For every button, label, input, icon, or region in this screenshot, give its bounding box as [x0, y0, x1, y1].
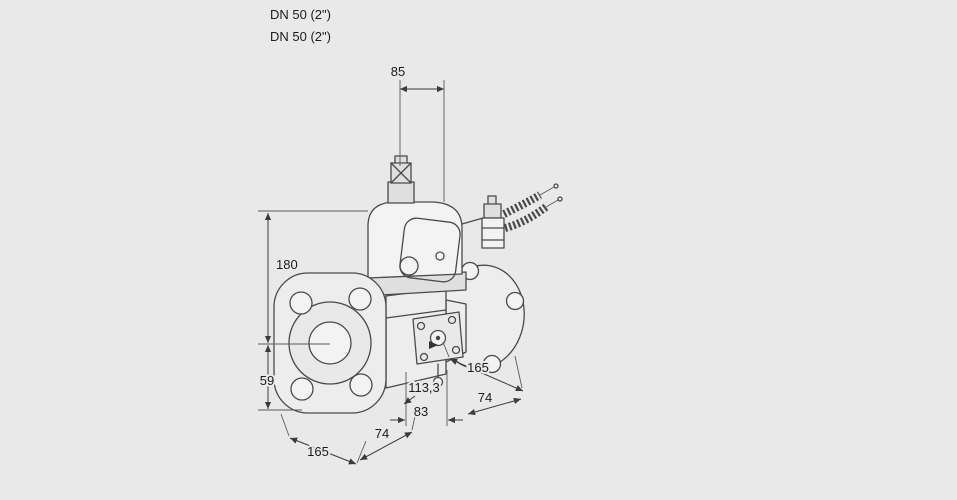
dimension-label-59: 59	[260, 373, 274, 388]
block-screw	[451, 345, 461, 355]
extension-line	[442, 341, 450, 358]
flange-bore	[308, 321, 352, 365]
dimension-line	[449, 358, 524, 392]
bolt-hole	[348, 287, 372, 311]
dimension-label-85: 85	[391, 64, 405, 79]
dn-labels: DN 50 (2") DN 50 (2")	[270, 7, 331, 44]
extension-line	[280, 413, 290, 437]
dimension-74-left: 74	[359, 406, 418, 461]
solenoid-bracket	[461, 217, 484, 225]
dome-panel	[399, 217, 461, 283]
block-stem-cap	[432, 376, 444, 388]
dimension-label-74-left: 74	[375, 426, 389, 441]
actuator-neck	[387, 181, 415, 204]
cable-conduit	[502, 191, 543, 218]
dome-detail-dot	[435, 251, 445, 261]
cable-lead	[539, 186, 555, 196]
bolt-hole	[349, 373, 373, 397]
measuring-block	[412, 311, 464, 388]
dimension-59: 59	[258, 345, 302, 411]
dimension-label-74-right: 74	[478, 390, 492, 405]
block-screw	[416, 321, 426, 331]
block-center-dot	[435, 335, 441, 341]
dimension-165-left: 165	[280, 413, 367, 465]
dimension-label-165-right: 165	[467, 360, 489, 375]
housing-parting-line	[385, 309, 447, 319]
dome-detail-circle	[399, 256, 419, 276]
block-screw	[419, 352, 429, 362]
cable-connector	[483, 203, 502, 219]
bolt-hole	[290, 377, 314, 401]
dimension-74-right: 74	[467, 388, 522, 416]
extension-line	[411, 406, 418, 431]
cable-lead	[545, 199, 559, 208]
flow-direction-arrow	[429, 341, 438, 349]
bolt-hole	[505, 291, 525, 311]
solenoid	[461, 183, 563, 249]
block-screw	[447, 315, 457, 325]
dimension-label-165-left: 165	[307, 444, 329, 459]
dimension-83: 83	[390, 370, 463, 426]
solenoid-coil	[481, 217, 505, 249]
cable-conduit	[503, 203, 549, 232]
extension-line	[514, 355, 523, 389]
actuator	[363, 155, 467, 297]
dimension-85: 85	[389, 62, 445, 202]
actuator-dome	[367, 201, 463, 279]
lead-terminal	[557, 196, 563, 202]
dimension-label-83: 83	[414, 404, 428, 419]
bolt-hole	[289, 291, 313, 315]
dimension-113: 113,3	[403, 378, 442, 405]
left-flange	[273, 272, 387, 414]
leader-line	[403, 395, 416, 405]
dimension-165-right: 165	[442, 341, 524, 392]
dn-label-top: DN 50 (2")	[270, 7, 331, 22]
lead-terminal	[553, 183, 559, 189]
dimension-180: 180	[258, 210, 368, 345]
dimension-line	[359, 431, 413, 461]
dimension-line	[289, 437, 357, 465]
dimension-label-113: 113,3	[408, 380, 440, 395]
cap-cross-line	[390, 162, 412, 184]
dimension-line	[467, 397, 522, 416]
dimension-label-180: 180	[276, 257, 298, 272]
dn-label-bottom: DN 50 (2")	[270, 29, 331, 44]
